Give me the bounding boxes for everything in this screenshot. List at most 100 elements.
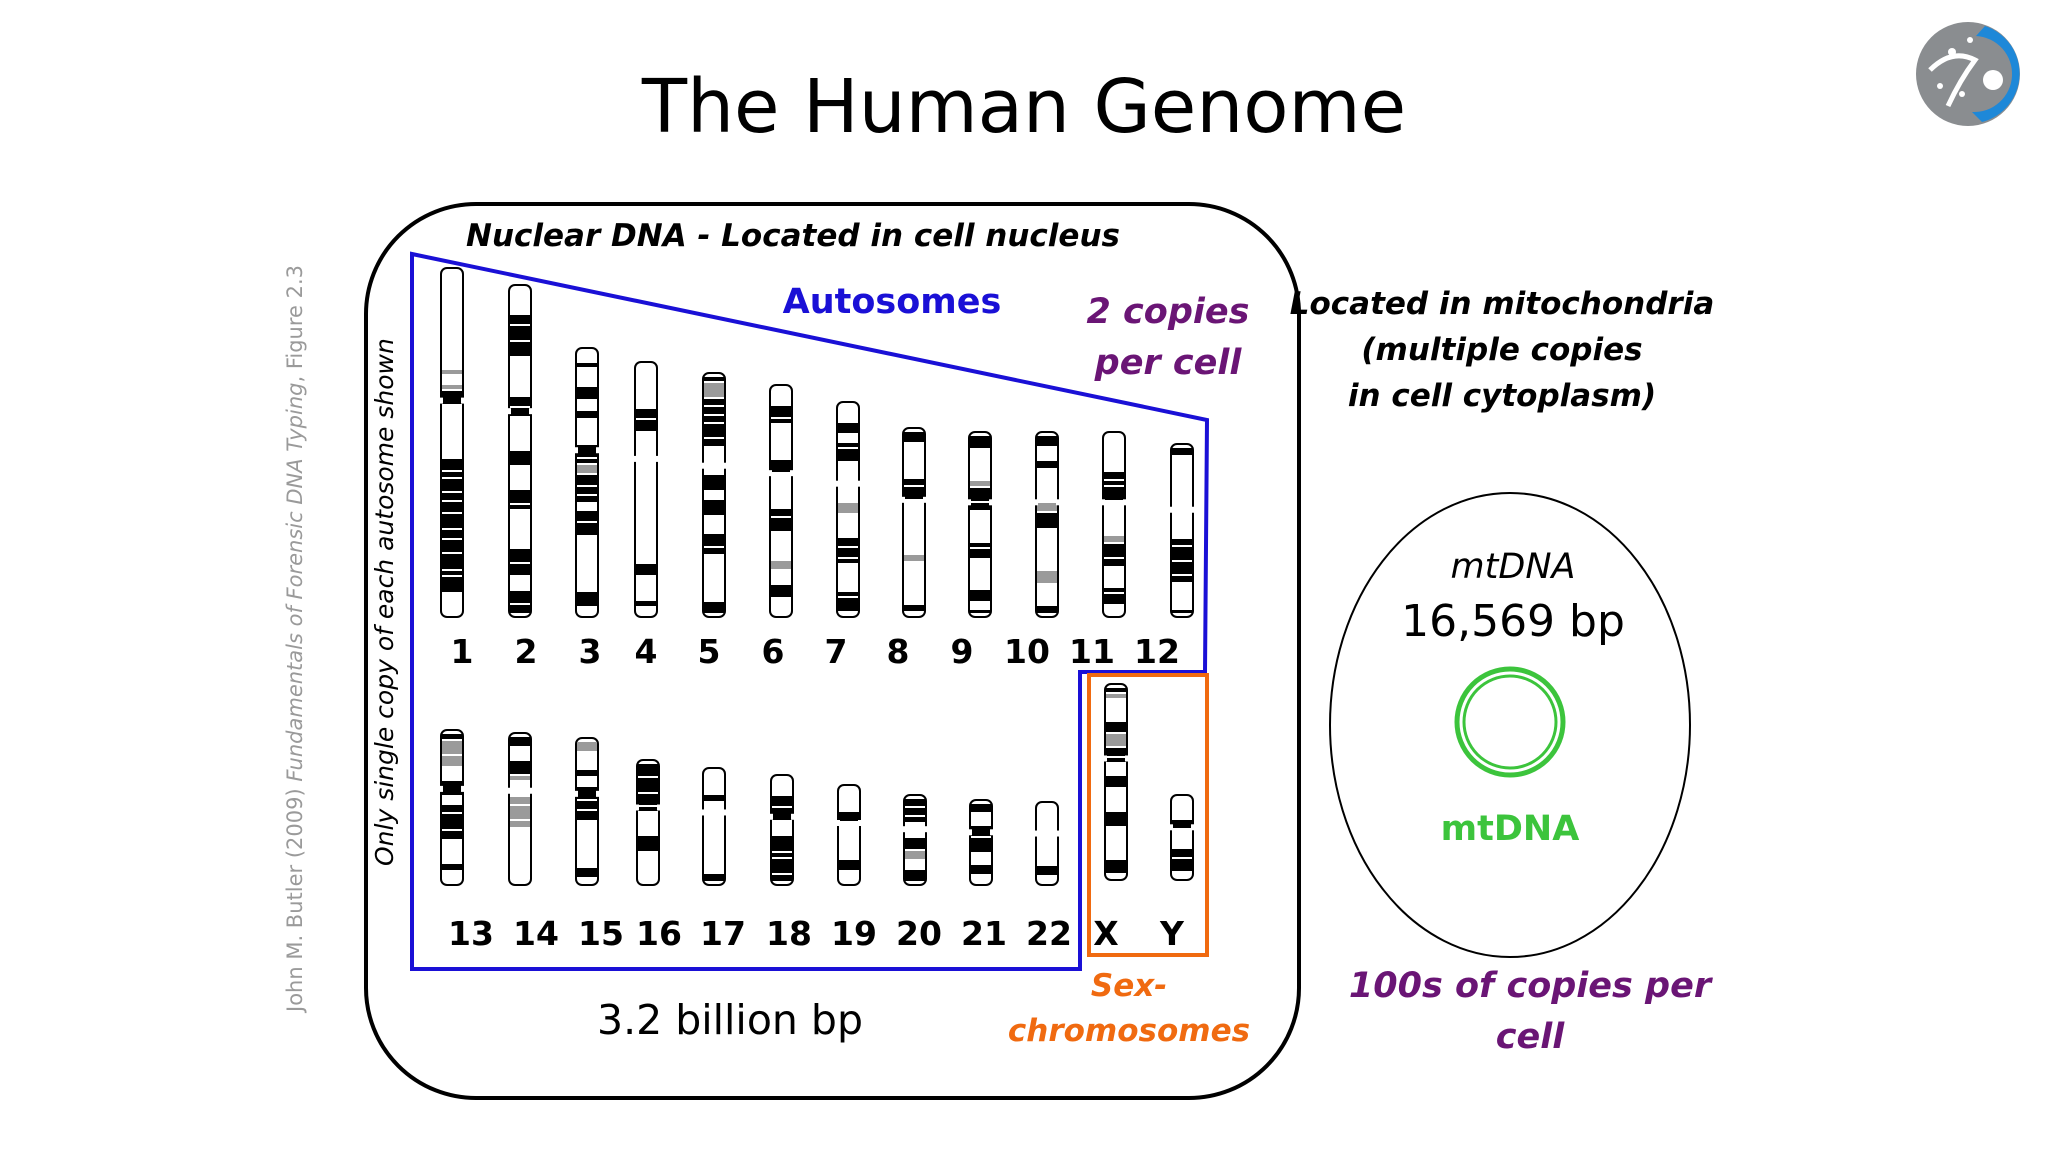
centromere-notch (990, 829, 993, 836)
chromosome-label-9: 9 (951, 632, 974, 671)
chromosome-label-20: 20 (896, 914, 942, 953)
chromosome-band (838, 503, 858, 513)
sex-chromosomes-label-line2: chromosomes (1008, 1013, 1250, 1049)
citation-figure: , Figure 2.3 (283, 265, 307, 383)
chromosome-band (1104, 536, 1124, 542)
chromosome-label-10: 10 (1004, 632, 1050, 671)
chromosome-label-17: 17 (700, 914, 746, 953)
chromosome-label-15: 15 (578, 914, 624, 953)
centromere-notch (1170, 506, 1173, 513)
chromosome-band (970, 610, 990, 613)
centromere-notch (1035, 830, 1038, 837)
chromosome-band (771, 460, 791, 472)
chromosome-band (704, 795, 724, 801)
chromosome-band (904, 555, 924, 561)
chromosome-band (971, 804, 991, 812)
mtdna-circle-icon (1454, 666, 1566, 778)
chromosome-outline (702, 767, 726, 886)
chromosome-band (838, 449, 858, 461)
chromosome-band (1172, 448, 1192, 455)
chromosome-band (510, 490, 530, 503)
slide-title: The Human Genome (641, 64, 1406, 150)
chromosome-band (771, 585, 791, 597)
chromosome-band (970, 436, 990, 448)
chromosome-band (442, 756, 462, 766)
chromosome-13 (440, 729, 464, 886)
centromere-notch (837, 820, 840, 826)
centromere-notch (636, 804, 639, 811)
chromosome-band (904, 432, 924, 442)
chromosome-label-6: 6 (762, 632, 785, 671)
chromosome-band (510, 397, 530, 406)
centromere-notch (702, 809, 705, 816)
chromosome-band (1104, 472, 1124, 479)
chromosome-label-7: 7 (825, 632, 848, 671)
chromosome-band (838, 443, 858, 447)
chromosome-band (577, 363, 597, 367)
citation: John M. Butler (2009) Fundamentals of Fo… (283, 265, 307, 1014)
chromosome-band (704, 424, 724, 437)
chromosome-band (970, 488, 990, 501)
chromosome-band (971, 838, 991, 852)
chromosome-band (704, 377, 724, 381)
autosomes-label: Autosomes (783, 282, 1002, 322)
chromosome-band (970, 543, 990, 547)
chromosome-band (971, 826, 991, 836)
sex-chromosomes-label-line1: Sex- (1091, 968, 1167, 1004)
chromosome-label-5: 5 (698, 632, 721, 671)
chromosome-band (704, 602, 724, 613)
chromosome-label-13: 13 (448, 914, 494, 953)
chromosome-label-8: 8 (887, 632, 910, 671)
chromosome-band (1172, 539, 1192, 545)
chromosome-band (838, 598, 858, 611)
mtdna-size: 16,569 bp (1401, 596, 1625, 647)
chromosome-2 (508, 284, 532, 618)
chromosome-band (510, 342, 530, 356)
chromosome-band (577, 770, 597, 776)
chromosome-band (1104, 559, 1124, 566)
centromere-notch (790, 470, 793, 477)
chromosome-band (442, 385, 462, 389)
centromere-notch (1056, 830, 1059, 837)
chromosome-band (510, 797, 530, 804)
chromosome-18 (770, 774, 794, 886)
chromosome-label-14: 14 (513, 914, 559, 953)
centromere-notch (1125, 755, 1128, 762)
chromosome-label-3: 3 (579, 632, 602, 671)
chromosome-band (577, 742, 597, 751)
chromosome-15 (575, 737, 599, 886)
chromosome-19 (837, 784, 861, 886)
chromosome-label-21: 21 (961, 914, 1007, 953)
chromosome-band (636, 601, 656, 606)
chromosome-band (970, 481, 990, 486)
chromosome-band (904, 479, 924, 485)
chromosome-band (704, 500, 724, 515)
chromosome-band (1172, 576, 1192, 582)
citation-author: John M. Butler (2009) (283, 782, 307, 1014)
centromere-notch (529, 787, 532, 794)
chromosome-band (1037, 503, 1057, 511)
chromosome-band (638, 778, 658, 792)
chromosome-outline (634, 361, 658, 618)
chromosome-band (442, 459, 462, 470)
centromere-notch (1170, 824, 1173, 831)
chromosome-band (1104, 544, 1124, 557)
chromosome-band (638, 807, 658, 811)
chromosome-band (442, 472, 462, 477)
autosome-row2-labels: 13 14 15 16 17 18 19 20 21 22 X Y (448, 914, 1185, 953)
chromosome-band (638, 794, 658, 805)
chromosome-band (442, 741, 462, 754)
citation-book: Fundamentals of Forensic DNA Typing (283, 383, 307, 782)
chromosome-band (442, 554, 462, 569)
chromosome-band (510, 737, 530, 746)
chromosome-band (442, 814, 462, 829)
chromosome-band (1172, 820, 1192, 828)
chromosome-band (1106, 758, 1126, 762)
chromosome-band (839, 860, 859, 870)
chromosome-band (577, 787, 597, 799)
chromosome-band (1104, 588, 1124, 592)
chromosome-band (905, 817, 925, 822)
centromere-notch (1035, 499, 1038, 506)
mito-location-line2: (multiple copies (1361, 332, 1642, 368)
chromosome-label-16: 16 (636, 914, 682, 953)
